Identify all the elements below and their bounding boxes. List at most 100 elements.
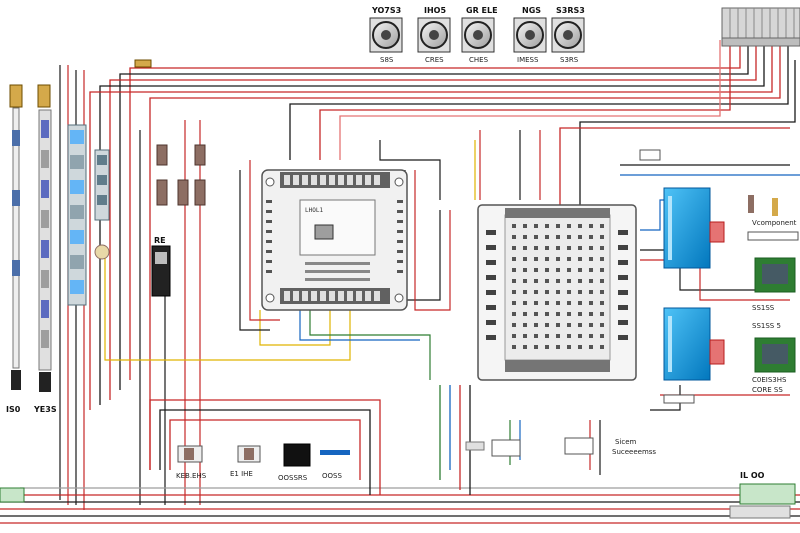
right-label-5: CORE SS [752,386,783,394]
perfboard-hole [534,290,538,294]
perfboard-hole [512,290,516,294]
lcd-module-1 [663,187,799,269]
perfboard-hole [512,312,516,316]
controller-title: LHOL1 [305,207,323,214]
perfboard-hole [589,290,593,294]
relay-label: RE [154,236,166,245]
perfboard-hole [534,268,538,272]
right-label-4: C0EIS3HS [752,376,787,384]
speaker-2 [417,17,451,53]
bottom-right-label: IL OO [740,471,765,480]
perfboard-hole [545,290,549,294]
perfboard-hole [600,235,604,239]
speaker-bottom-label-4: IMESS [517,56,539,64]
perfboard-hole [545,323,549,327]
perfboard-hole [567,235,571,239]
perfboard-hole [523,312,527,316]
perfboard-hole [545,334,549,338]
perfboard-hole [534,246,538,250]
perfboard-hole [512,279,516,283]
perfboard-hole [545,345,549,349]
perfboard-hole [545,257,549,261]
perfboard-hole [512,301,516,305]
perfboard-hole [578,334,582,338]
bottom-label-2: E1 IHE [230,470,253,478]
bottom-connector-mid-1 [465,439,521,457]
perfboard-hole [567,224,571,228]
perfboard-hole [589,345,593,349]
left-label-2: YE3S [33,405,57,414]
perfboard-hole [523,279,527,283]
perfboard-hole [512,246,516,250]
fuse-strip-left-1 [9,84,23,390]
perfboard-hole [578,235,582,239]
perfboard-hole [512,345,516,349]
perfboard-hole [523,257,527,261]
speaker-top-label-1: YO7S3 [371,6,401,15]
bottom-fuse-2 [237,445,261,463]
perfboard-hole [512,268,516,272]
speaker-group: YO7S3 IHO5 GR ELE NGS S3RS3 S8S CRES CHE… [369,6,585,64]
harness-connector-top-right [721,7,800,47]
perfboard-hole [523,323,527,327]
perfboard-hole [600,345,604,349]
perfboard-hole [556,345,560,349]
fuse-holders [156,144,206,206]
perfboard-hole [556,268,560,272]
left-label-1: IS0 [6,405,21,414]
perfboard-hole [534,334,538,338]
perfboard-hole [534,257,538,261]
perfboard-hole [589,312,593,316]
perfboard-hole [512,224,516,228]
perfboard-hole [534,224,538,228]
perfboard-hole [556,290,560,294]
speaker-top-label-5: S3RS3 [556,6,585,15]
perfboard-hole [523,301,527,305]
perfboard-hole [589,257,593,261]
right-label-2: SS1SS [752,304,775,312]
bottom-fuse-1 [177,445,203,463]
perfboard-hole [600,301,604,305]
perfboard-hole [600,323,604,327]
perfboard-hole [578,323,582,327]
perfboard-hole [545,301,549,305]
speaker-bottom-label-1: S8S [380,56,394,64]
speaker-top-label-3: GR ELE [466,6,498,15]
perfboard-hole [545,279,549,283]
perfboard-hole [589,246,593,250]
inline-diode-right [639,149,695,404]
perfboard-hole [545,268,549,272]
perfboard-hole [534,323,538,327]
perfboard-hole [567,334,571,338]
perfboard-hole [567,257,571,261]
speaker-3 [461,17,495,53]
perfboard-hole [567,301,571,305]
perfboard-hole [556,279,560,283]
perfboard-hole [523,290,527,294]
wire-bundle-top [89,25,796,470]
perfboard-hole [578,301,582,305]
wire-bundle-center [104,130,800,475]
perfboard-hole [556,323,560,327]
inline-fuse-top [134,59,152,68]
perfboard-hole [600,312,604,316]
perfboard-hole [556,312,560,316]
perfboard-hole [578,224,582,228]
perfboard-hole [578,345,582,349]
perfboard-hole [600,334,604,338]
speaker-bottom-label-3: CHES [469,56,489,64]
circuit-board-right-2 [754,337,796,373]
perfboard-hole [545,224,549,228]
speaker-bottom-label-5: S3RS [560,56,579,64]
perfboard-hole [600,279,604,283]
bottom-connector-mid-2 [564,437,594,455]
perfboard-hole [534,235,538,239]
perfboard-hole [589,235,593,239]
perfboard-hole [589,301,593,305]
perfboard-hole [567,323,571,327]
perfboard-hole [545,246,549,250]
bottom-left-connector [0,487,25,503]
perfboard-hole [512,235,516,239]
perfboard-hole [523,224,527,228]
